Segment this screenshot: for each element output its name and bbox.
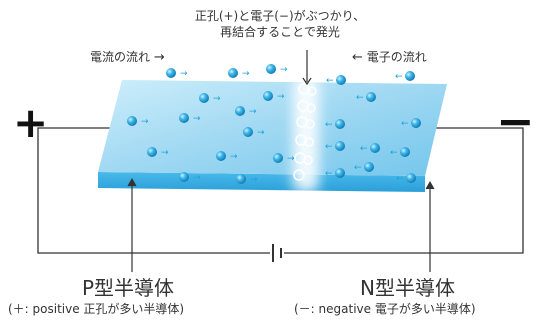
hole-particle: → bbox=[166, 68, 188, 79]
electron-flow-label: ← 電子の流れ bbox=[352, 48, 427, 65]
hole-particle: → bbox=[199, 93, 221, 104]
glow-rings bbox=[293, 83, 317, 181]
electron-particle: ← bbox=[390, 147, 410, 158]
svg-text:→: → bbox=[161, 148, 169, 158]
annotation-line-2: 再結合することで発光 bbox=[220, 25, 340, 39]
svg-text:←: ← bbox=[356, 93, 364, 103]
svg-text:→: → bbox=[193, 114, 201, 124]
left-arrow-icon: ← bbox=[352, 50, 363, 65]
svg-text:←: ← bbox=[354, 163, 362, 173]
annotation-line-1: 正孔(+)と電子(−)がぶつかり、 bbox=[194, 9, 366, 23]
electron-particle: ← bbox=[356, 92, 376, 103]
svg-text:→: → bbox=[277, 92, 285, 102]
svg-text:→: → bbox=[213, 94, 221, 104]
svg-text:→: → bbox=[141, 117, 149, 127]
hole-particle: → bbox=[243, 127, 265, 138]
right-arrow-icon: → bbox=[153, 50, 165, 65]
svg-text:←: ← bbox=[395, 72, 403, 82]
hole-particle: → bbox=[179, 172, 201, 183]
svg-text:→: → bbox=[287, 154, 295, 164]
electron-particle: ← bbox=[325, 119, 345, 130]
p-type-description: (＋: positive 正孔が多い半導体) bbox=[8, 302, 185, 316]
svg-text:→: → bbox=[242, 69, 250, 79]
svg-text:→: → bbox=[257, 128, 265, 138]
svg-text:→: → bbox=[249, 107, 257, 117]
holes-p-type: → → → → → → → → → → → → → → bbox=[127, 64, 295, 185]
electron-particle: ← bbox=[401, 118, 421, 129]
svg-text:→: → bbox=[250, 175, 258, 185]
hole-particle: → bbox=[236, 174, 258, 185]
svg-text:→: → bbox=[280, 65, 288, 75]
svg-text:→: → bbox=[180, 69, 188, 79]
electron-particle: ← bbox=[325, 168, 345, 179]
electron-flow-text: 電子の流れ bbox=[366, 50, 427, 64]
hole-particle: → bbox=[273, 153, 295, 164]
electrons-n-type: ← ← ← ← ← ← ← ← ← ← ← bbox=[325, 71, 421, 184]
hole-particle: → bbox=[179, 113, 201, 124]
svg-text:←: ← bbox=[360, 144, 368, 154]
electron-particle: ← bbox=[360, 143, 380, 154]
svg-text:←: ← bbox=[390, 148, 398, 158]
svg-text:←: ← bbox=[325, 120, 333, 130]
negative-terminal-sign: − bbox=[496, 94, 535, 148]
svg-text:→: → bbox=[193, 173, 201, 183]
electron-particle: ← bbox=[325, 141, 345, 152]
wire-left bbox=[37, 127, 270, 254]
hole-particle: → bbox=[127, 116, 149, 127]
svg-text:←: ← bbox=[401, 119, 409, 129]
p-type-name: P型半導体 bbox=[82, 276, 175, 300]
positive-terminal-sign: + bbox=[13, 98, 49, 147]
slab-top bbox=[98, 80, 447, 176]
svg-text:←: ← bbox=[396, 174, 404, 184]
wire-right bbox=[284, 127, 524, 254]
svg-text:←: ← bbox=[325, 142, 333, 152]
current-flow-text: 電流の流れ bbox=[90, 50, 151, 64]
svg-text:←: ← bbox=[326, 76, 334, 86]
electron-particle: ← bbox=[395, 71, 415, 82]
n-type-name: N型半導体 bbox=[360, 276, 455, 300]
svg-text:→: → bbox=[230, 152, 238, 162]
electron-particle: ← bbox=[326, 75, 346, 86]
hole-particle: → bbox=[228, 68, 250, 79]
n-type-description: (－: negative 電子が多い半導体) bbox=[294, 302, 476, 316]
electron-particle: ← bbox=[396, 173, 416, 184]
hole-particle: → bbox=[263, 91, 285, 102]
electron-particle: ← bbox=[354, 162, 374, 173]
hole-particle: → bbox=[147, 147, 169, 158]
hole-particle: → bbox=[266, 64, 288, 75]
hole-particle: → bbox=[235, 106, 257, 117]
current-flow-label: 電流の流れ → bbox=[90, 48, 165, 65]
hole-particle: → bbox=[216, 151, 238, 162]
svg-text:←: ← bbox=[325, 169, 333, 179]
